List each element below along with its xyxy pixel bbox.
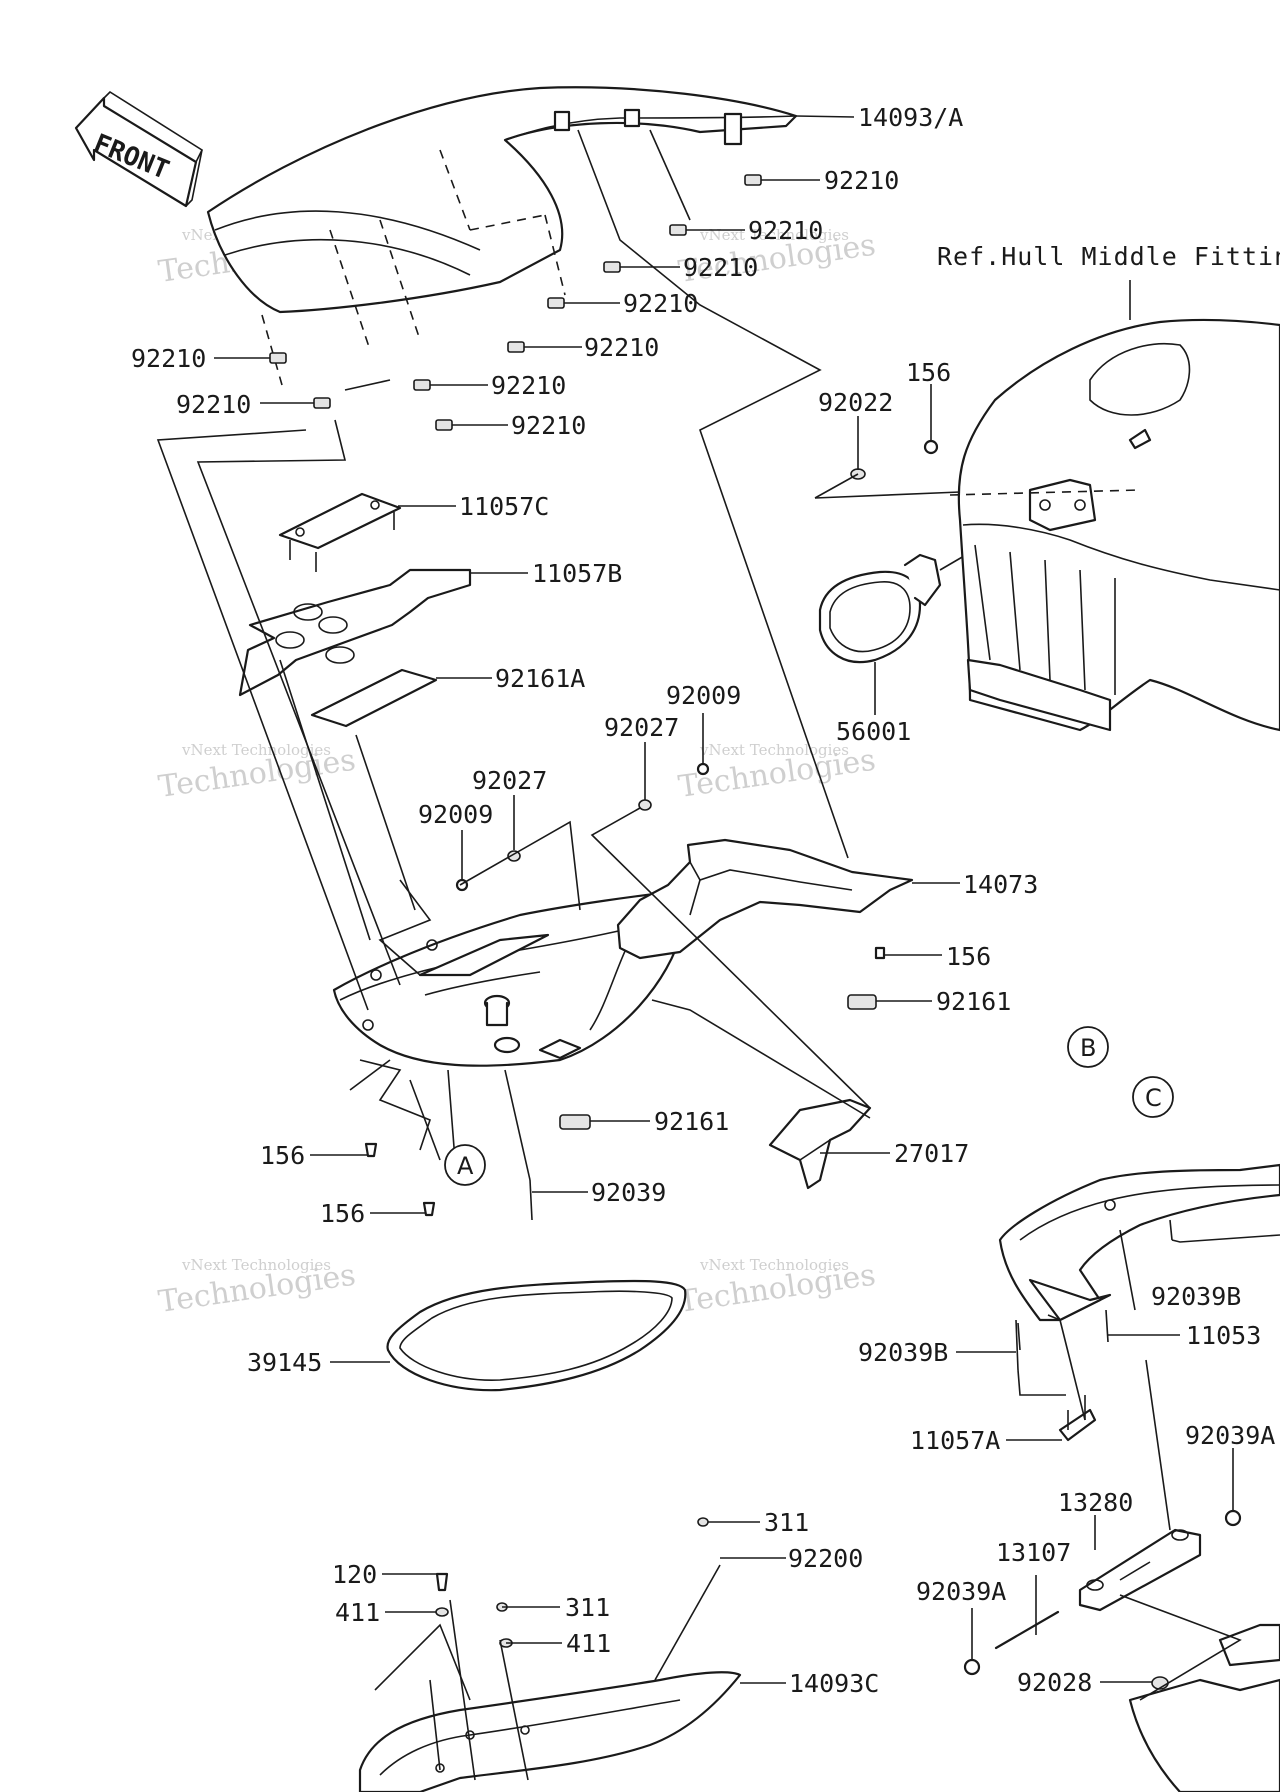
part-label: 11053 [1186, 1321, 1261, 1350]
part-11057c-bracket [278, 492, 402, 572]
part-right-bracket [998, 1163, 1280, 1322]
part-label: 92039 [591, 1178, 666, 1207]
hull-middle-fitting [949, 280, 1280, 732]
reference-label: Ref.Hull Middle Fittin [937, 242, 1280, 271]
part-label: 156 [260, 1141, 305, 1170]
part-label: 11057C [459, 492, 549, 521]
part-lower-right-fragment [1128, 1623, 1280, 1792]
watermark-text: vNext Technologies [699, 1256, 849, 1274]
part-14093c-trim [358, 1671, 742, 1792]
part-13280-bracket [1078, 1528, 1202, 1612]
leader-lines [214, 115, 1234, 1684]
part-label: 92161 [936, 987, 1011, 1016]
part-label: 120 [332, 1560, 377, 1589]
part-label: 92210 [824, 166, 899, 195]
callout-c: C [1132, 1076, 1174, 1118]
part-label: 92161 [654, 1107, 729, 1136]
part-label: 311 [764, 1508, 809, 1537]
part-label: 14093/A [858, 103, 963, 132]
watermark: vNext Technologies Technologies [676, 1256, 877, 1320]
part-label: 92039A [1185, 1421, 1275, 1450]
part-label: 92210 [623, 289, 698, 318]
front-direction-arrow: FRONT [74, 90, 204, 208]
callout-letter: B [1080, 1034, 1096, 1062]
callout-letter: A [457, 1152, 474, 1180]
watermark: vNext Technologies Technologies [156, 1256, 357, 1320]
part-label: 92009 [666, 681, 741, 710]
part-label: 92210 [683, 253, 758, 282]
part-11057a-bracket [1058, 1395, 1097, 1442]
part-label: 92210 [511, 411, 586, 440]
part-label: 92009 [418, 800, 493, 829]
part-label: 92210 [131, 344, 206, 373]
part-label: 156 [906, 358, 951, 387]
part-label: 39145 [247, 1348, 322, 1377]
callout-b: B [1067, 1026, 1109, 1068]
callout-letter: C [1145, 1084, 1162, 1112]
part-label: 411 [566, 1629, 611, 1658]
part-label: 311 [565, 1593, 610, 1622]
part-label: 92039B [858, 1338, 948, 1367]
part-56001-mirror [818, 534, 1001, 664]
part-label: 92027 [604, 713, 679, 742]
part-label: 92039B [1151, 1282, 1241, 1311]
part-label: 156 [320, 1199, 365, 1228]
part-label: 411 [335, 1598, 380, 1627]
part-39145-seal [386, 1279, 687, 1392]
part-label: 92210 [491, 371, 566, 400]
part-label: 13107 [996, 1538, 1071, 1567]
assembly-lines [156, 129, 1280, 1781]
part-27017-grip [768, 1098, 872, 1190]
part-label: 92039A [916, 1577, 1006, 1606]
part-label: 92028 [1017, 1668, 1092, 1697]
part-label: 56001 [836, 717, 911, 746]
part-label: 92210 [176, 390, 251, 419]
part-13107-rod [994, 1610, 1060, 1650]
callout-a: A [444, 1144, 486, 1186]
part-label: 92022 [818, 388, 893, 417]
part-11057b-plate [238, 568, 472, 697]
part-label: 27017 [894, 1139, 969, 1168]
part-label: 11057B [532, 559, 622, 588]
part-label: 92200 [788, 1544, 863, 1573]
part-label: 11057A [910, 1426, 1000, 1455]
watermark-text: vNext Technologies [181, 1256, 331, 1274]
part-label: 92210 [584, 333, 659, 362]
part-label: 13280 [1058, 1488, 1133, 1517]
watermark-text: vNext Technologies [181, 741, 331, 759]
part-label: 14093C [789, 1669, 879, 1698]
part-label: 92210 [748, 216, 823, 245]
part-label: 14073 [963, 870, 1038, 899]
part-92161a-pad [310, 668, 438, 728]
part-14093-a-cover [206, 86, 798, 386]
part-labels: 14093/A 92210 92210 92210 92210 92210 92… [131, 103, 1275, 1698]
part-14073-cover [616, 838, 914, 960]
part-label: 92027 [472, 766, 547, 795]
part-label: 92161A [495, 664, 585, 693]
part-label: 156 [946, 942, 991, 971]
